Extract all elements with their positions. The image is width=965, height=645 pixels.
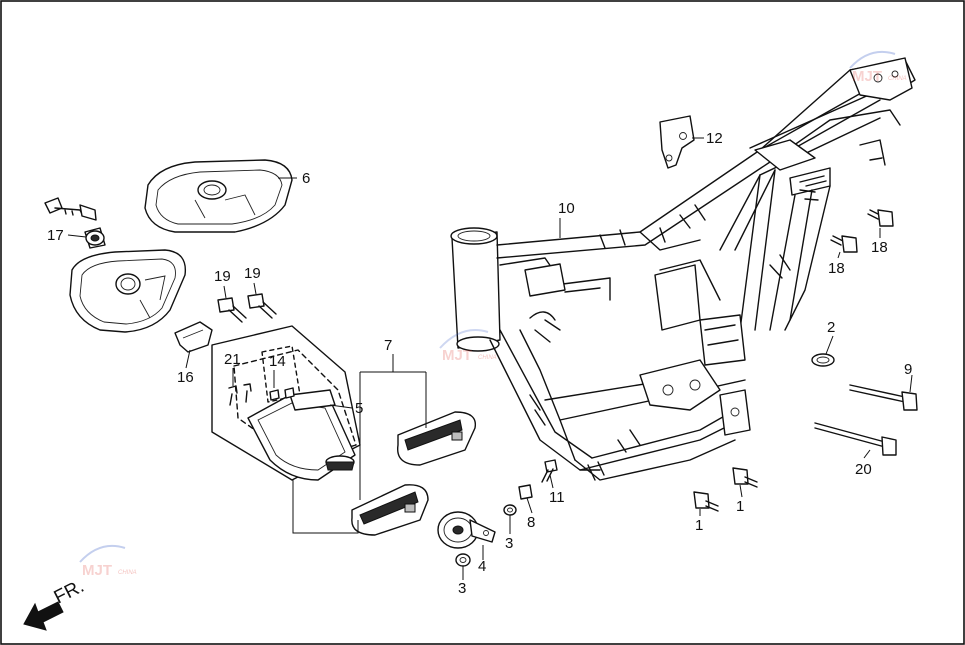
callout-21: 21 [224,351,241,368]
callout-10: 16 [177,369,194,386]
svg-text:CHINA: CHINA [478,355,497,361]
svg-text:MJT: MJT [852,68,882,85]
callout-labels: 6 17 10 12 19 19 16 21 14 5 7 2 18 18 9 … [47,130,912,597]
front-direction-arrow: FR. [23,576,88,631]
watermark-bottom-left: MJT CHINA [79,544,137,579]
nut-part-5 [518,484,533,500]
battery-box-group [211,325,361,481]
washer-lower [455,553,471,567]
callout-9: 14 [269,353,286,370]
horn-part-4 [437,511,496,549]
clip-part-10 [174,321,213,353]
washer-upper [503,504,517,516]
bolt-part-7 [541,459,558,483]
callout-8: 12 [706,130,723,147]
grommet-part-2 [811,353,835,367]
battery-cover-upper [396,411,477,466]
callout-12: 6 [302,170,310,187]
callout-14: 7 [384,337,392,354]
battery-cover-lower [351,484,429,536]
callout-20: 20 [855,461,872,478]
side-cover-part-12 [144,159,293,233]
watermark-top-right: MJT CHINA [849,50,907,85]
callout-16: 17 [47,227,64,244]
callout-18-right: 18 [871,239,888,256]
callout-3-upper: 3 [505,535,513,552]
main-frame [450,57,916,481]
callout-18-left: 18 [828,260,845,277]
svg-text:CHINA: CHINA [118,570,137,576]
svg-text:MJT: MJT [82,562,112,579]
side-cover-lower [69,249,187,333]
bracket-part-8 [659,115,695,169]
svg-text:MJT: MJT [442,347,472,364]
callout-19-right: 19 [244,265,261,282]
bolts-part-1 [693,467,758,512]
callout-19-left: 19 [214,268,231,285]
callout-4: 4 [478,558,486,575]
long-bolt-part-17 [849,384,918,411]
callout-7: 11 [549,489,565,506]
key-lock-part-16 [44,197,106,249]
bolts-part-19 [217,293,277,323]
callout-5: 8 [527,514,535,531]
watermark-center: MJT CHINA [439,329,497,364]
svg-text:CHINA: CHINA [888,76,907,82]
callout-1-right: 1 [736,498,744,515]
callout-3-lower: 3 [458,580,466,597]
callout-2: 2 [827,319,835,336]
callout-1-left: 1 [695,517,703,534]
callout-17: 9 [904,361,912,378]
callout-11: 5 [355,400,363,417]
long-bolt-part-20 [814,422,897,456]
callout-6: 10 [558,200,575,217]
bolts-part-18 [830,209,894,253]
leader-lines [67,137,913,580]
